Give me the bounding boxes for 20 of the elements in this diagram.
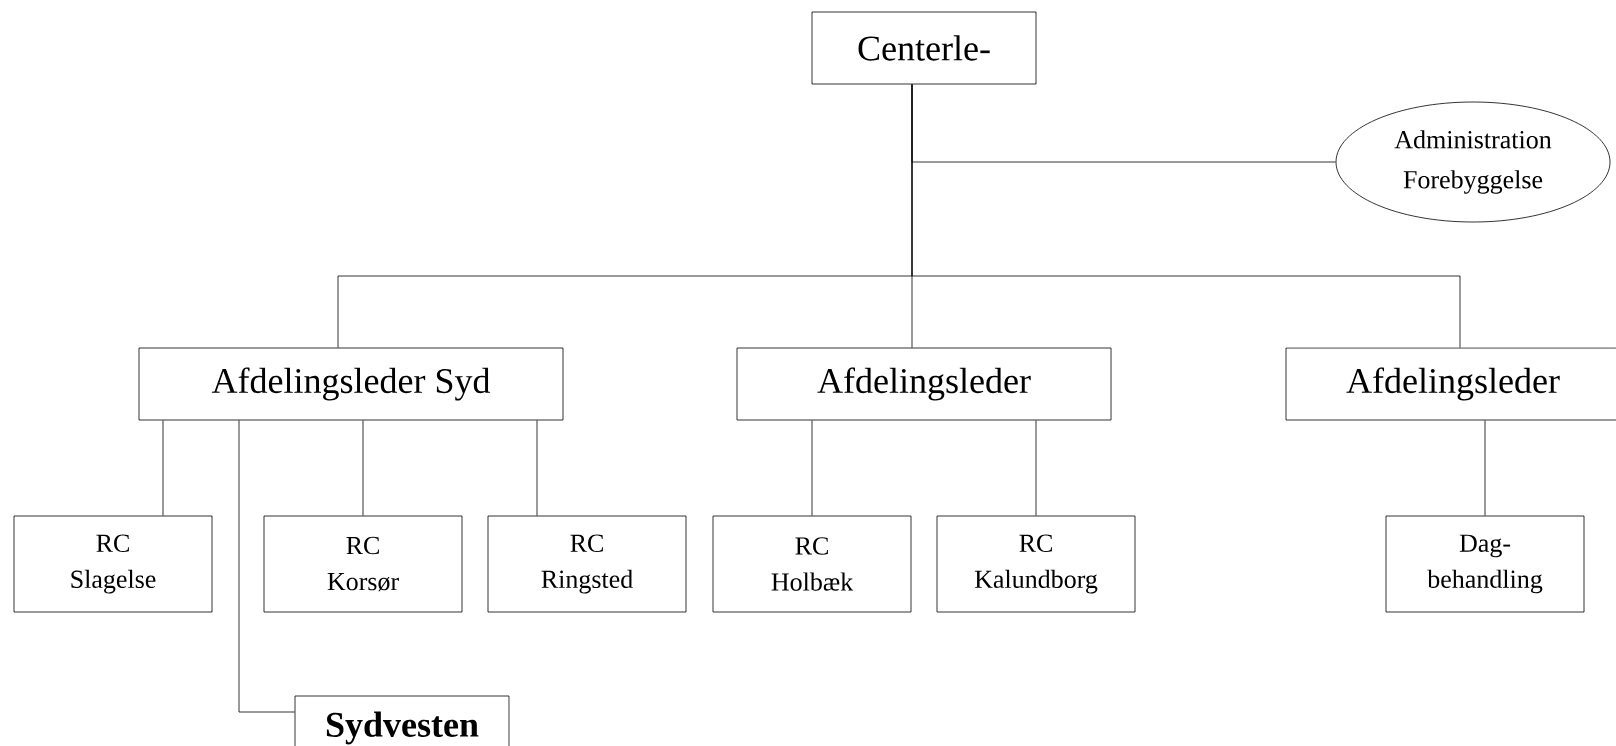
unit-box: RC Kalundborg — [936, 515, 1136, 613]
connector-line — [162, 420, 164, 516]
leader-box: Afdelingsleder — [1285, 347, 1616, 421]
leader-box: Afdelingsleder Syd — [138, 347, 564, 421]
connector-line — [362, 420, 364, 516]
leader-box: Centerle- — [811, 11, 1037, 85]
unit-box: RC Korsør — [263, 515, 463, 613]
unit-box: RC Ringsted — [487, 515, 687, 613]
connector-line — [911, 84, 1461, 348]
connector-line — [1484, 420, 1486, 516]
unit-box: RC Holbæk — [712, 515, 912, 613]
connector-line — [238, 420, 295, 713]
unit-box: RC Slagelse — [13, 515, 213, 613]
unit-box: Sydvesten — [294, 695, 510, 746]
connector-line — [1035, 420, 1037, 516]
connector-line — [536, 420, 538, 516]
connector-line — [811, 420, 813, 516]
ellipse-node: Administration Forebyggelse — [1335, 101, 1611, 223]
leader-box: Afdelingsleder — [736, 347, 1112, 421]
unit-box: Dag- behandling — [1385, 515, 1585, 613]
